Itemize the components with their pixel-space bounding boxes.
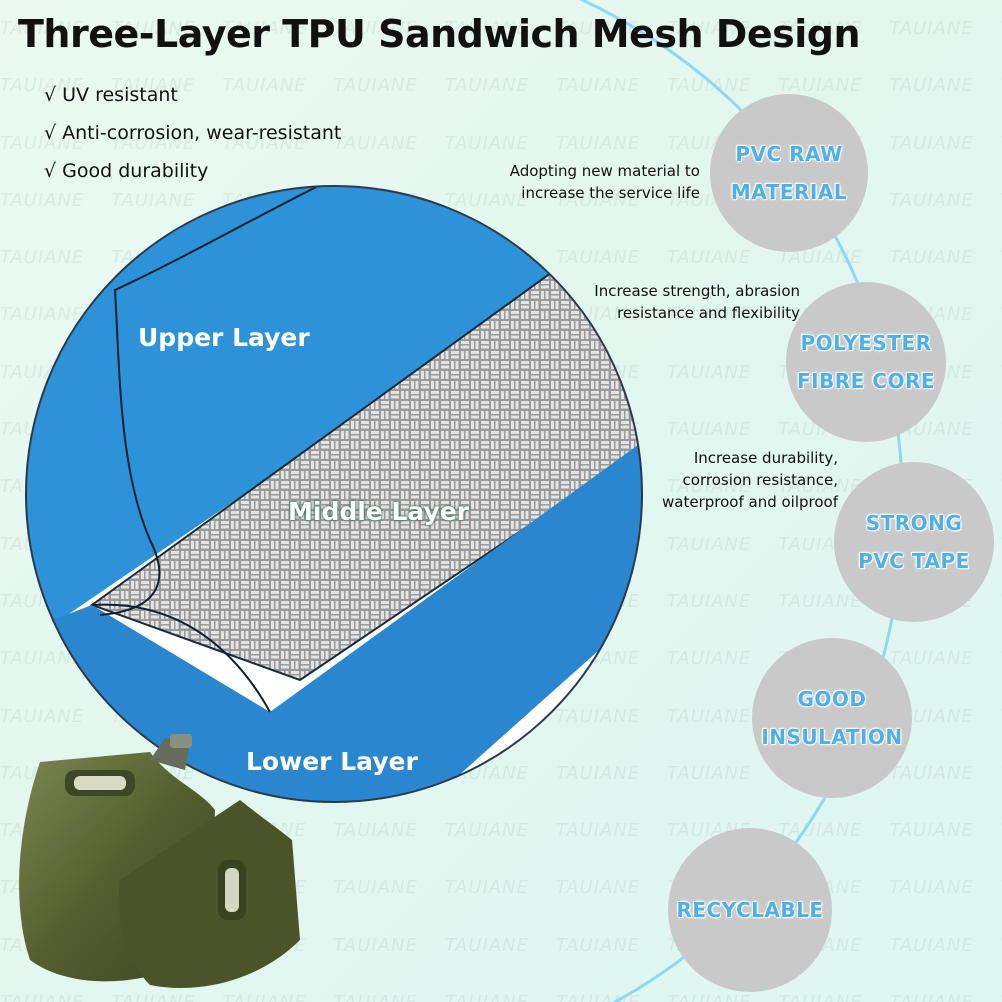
- middle-layer-label: Middle Layer: [288, 497, 470, 526]
- bullet-item: √ UV resistant: [44, 84, 178, 106]
- layer-circle: [26, 186, 642, 802]
- bullet-item: √ Anti-corrosion, wear-resistant: [44, 122, 342, 144]
- page-title: Three-Layer TPU Sandwich Mesh Design: [18, 12, 861, 56]
- fuel-bag-image: [19, 734, 300, 988]
- lower-layer-shape: [26, 400, 642, 802]
- upper-layer-shape: [26, 186, 642, 640]
- middle-layer-shape: [89, 268, 642, 682]
- bullet-item: √ Good durability: [44, 160, 209, 182]
- description-1: Adopting new material to increase the se…: [509, 162, 700, 202]
- upper-layer-label: Upper Layer: [138, 323, 310, 352]
- description-2: Increase strength, abrasion resistance a…: [594, 282, 800, 322]
- feature-bullet-list: √ UV resistant √ Anti-corrosion, wear-re…: [44, 84, 341, 198]
- description-3: Increase durability, corrosion resistanc…: [662, 449, 838, 511]
- lower-layer-label: Lower Layer: [246, 747, 418, 776]
- feature-bubble-recyclable: RECYCLABLE: [668, 828, 832, 992]
